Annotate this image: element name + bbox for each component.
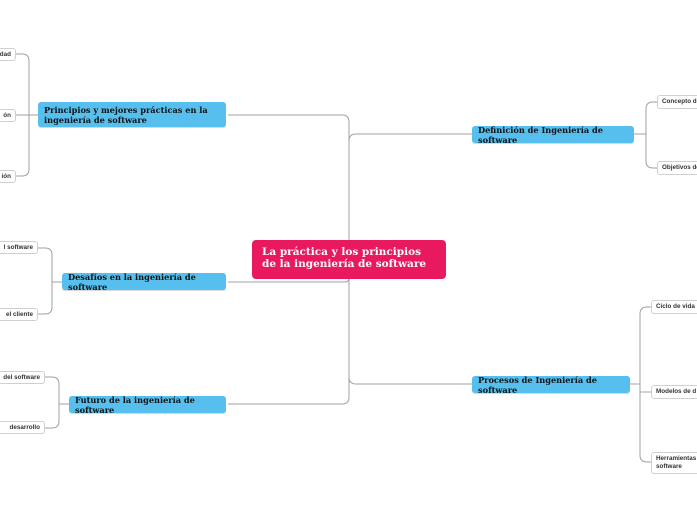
subtopic-procesos-2[interactable]: Modelos de d <box>651 385 697 399</box>
subtopic-label: Concepto de <box>662 98 697 105</box>
subtopic-label: el cliente <box>6 310 33 318</box>
subtopic-definicion-2[interactable]: Objetivos de <box>657 161 697 175</box>
subtopic-label: desarrollo <box>9 423 40 431</box>
branch-futuro-label: Futuro de la ingeniería de software <box>75 394 195 415</box>
subtopic-label: Herramientas software <box>656 455 697 470</box>
subtopic-desafios-1[interactable]: l software <box>0 241 38 254</box>
central-topic[interactable]: La práctica y los principios de la ingen… <box>252 240 446 279</box>
subtopic-principios-2[interactable]: ón <box>0 109 16 122</box>
subtopic-principios-3[interactable]: ión <box>0 170 16 183</box>
subtopic-label: Ciclo de vida <box>656 303 695 310</box>
branch-principios-label: Principios y mejores prácticas en la ing… <box>44 104 208 125</box>
subtopic-label: Modelos de d <box>656 388 697 395</box>
branch-desafios-label: Desafíos en la ingeniería de software <box>68 271 196 292</box>
branch-procesos[interactable]: Procesos de Ingeniería de software <box>472 374 630 395</box>
subtopic-label: del software <box>3 373 40 381</box>
branch-futuro[interactable]: Futuro de la ingeniería de software <box>69 394 226 415</box>
subtopic-definicion-1[interactable]: Concepto de <box>657 95 697 109</box>
branch-principios[interactable]: Principios y mejores prácticas en la ing… <box>38 102 226 127</box>
subtopic-label: dad <box>0 50 11 58</box>
subtopic-desafios-2[interactable]: el cliente <box>0 308 38 321</box>
subtopic-label: l software <box>3 243 33 251</box>
subtopic-procesos-3[interactable]: Herramientas software <box>651 452 697 474</box>
branch-definicion-label: Definición de Ingeniería de software <box>478 124 603 145</box>
subtopic-label: ón <box>3 111 11 119</box>
branch-desafios[interactable]: Desafíos en la ingeniería de software <box>62 271 226 292</box>
subtopic-futuro-1[interactable]: del software <box>0 371 45 384</box>
central-topic-label: La práctica y los principios de la ingen… <box>262 246 427 270</box>
subtopic-label: Objetivos de <box>662 164 697 171</box>
subtopic-label: ión <box>1 172 11 180</box>
subtopic-procesos-1[interactable]: Ciclo de vida <box>651 300 697 314</box>
branch-procesos-label: Procesos de Ingeniería de software <box>478 374 597 395</box>
subtopic-principios-1[interactable]: dad <box>0 48 16 61</box>
branch-definicion[interactable]: Definición de Ingeniería de software <box>472 124 634 145</box>
subtopic-futuro-2[interactable]: desarrollo <box>0 421 45 434</box>
